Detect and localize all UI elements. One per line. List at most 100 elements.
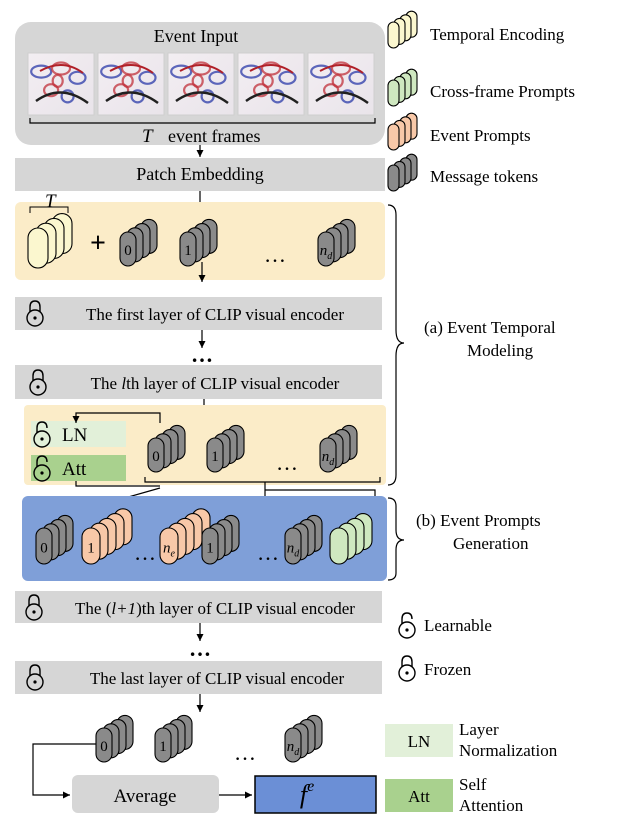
legend-ln-label: LN: [408, 732, 431, 751]
message-token-1-layer: [206, 437, 224, 473]
message-token-0-label: 0: [152, 449, 160, 465]
legend-temporal-encoding: Temporal Encoding: [430, 25, 565, 44]
message-token-0-layer: [95, 727, 113, 763]
output-feature-label: fe: [300, 778, 314, 809]
l1-layer-box: [15, 591, 382, 623]
patch-embedding-box: [15, 158, 385, 191]
average-box: [72, 775, 219, 813]
legend-att-label: Att: [408, 787, 430, 806]
last-layer-label: The last layer of CLIP visual encoder: [90, 669, 345, 688]
dots: …: [257, 540, 279, 565]
legend-event-prompt-stack-layer: [387, 123, 400, 151]
event-frame: [27, 52, 95, 116]
message-token-1-layer: [201, 527, 219, 565]
legend-message-tokens: Message tokens: [430, 167, 538, 186]
event-frame: [167, 52, 235, 116]
message-token-n: nd: [284, 514, 323, 565]
lock-icon: [29, 369, 47, 396]
message-token-n: nd: [317, 218, 356, 267]
message-token-0-layer: [35, 527, 53, 565]
first-layer-box: [15, 297, 382, 330]
message-token-1-label: 1: [184, 243, 192, 259]
unlock-icon: [398, 612, 416, 639]
unlock-icon: [33, 421, 51, 448]
legend-cross-frame-stack: [387, 68, 418, 107]
lock-icon: [25, 594, 43, 621]
message-token-n-layer: [317, 231, 335, 267]
l1-layer-label: The (l+1)th layer of CLIP visual encoder: [75, 599, 355, 618]
legend-temporal-encoding-stack-layer: [387, 21, 400, 49]
event-prompt-1: 1: [81, 508, 133, 565]
message-token-0-label: 0: [124, 243, 132, 259]
att-label: Att: [62, 459, 87, 480]
unlock-icon: [398, 612, 416, 639]
last-layer-box: [15, 661, 382, 694]
lock-icon: [26, 300, 44, 327]
message-token-stacks: 0 1 nd: [119, 218, 356, 267]
T-bracket: [29, 206, 69, 213]
brace-b-label-2: Generation: [453, 534, 529, 553]
unlock-icon: [33, 455, 51, 482]
message-token-0-label: 0: [100, 739, 108, 755]
plus-sign: +: [90, 228, 106, 259]
brace-b: [387, 497, 405, 581]
event-frame: [97, 52, 165, 116]
lth-layer-box: [15, 365, 382, 399]
legend-learnable: Learnable: [424, 616, 492, 635]
temporal-encoding-stack: [27, 213, 73, 269]
legend-cross-frame-prompts: Cross-frame Prompts: [430, 82, 575, 101]
connector: [75, 481, 160, 487]
brace-a-label-2: Modeling: [467, 341, 534, 360]
token-bracket: [144, 477, 381, 483]
legend-ln-desc-2: Normalization: [459, 741, 558, 760]
legend-frozen: Frozen: [424, 660, 472, 679]
message-token-0: 0: [147, 424, 186, 473]
event-prompt-1-label: 1: [87, 540, 95, 556]
message-token-stacks: 0 1 nd: [95, 714, 323, 763]
message-token-0: 0: [35, 514, 74, 565]
cross-frame-prompt-stack: [329, 513, 373, 565]
arrow: [32, 743, 96, 799]
first-layer-label: The first layer of CLIP visual encoder: [86, 305, 344, 324]
message-token-n: nd: [284, 714, 323, 763]
dots: …: [234, 740, 256, 765]
legend-cross-frame-stack-layer: [387, 79, 400, 107]
message-token-0-label: 0: [40, 540, 48, 556]
message-token-1-label: 1: [159, 739, 167, 755]
vertical-dots: …: [191, 342, 213, 367]
legend-event-prompts: Event Prompts: [430, 126, 531, 145]
lock-icon: [26, 664, 44, 691]
dots: …: [134, 540, 156, 565]
event-prompt-1-layer: [81, 527, 101, 565]
event-prompt-n-layer: [159, 527, 179, 565]
message-token-1: 1: [206, 424, 245, 473]
frames-label-T: T: [142, 126, 154, 147]
connector: [72, 412, 161, 423]
brace-a: [387, 204, 405, 486]
message-token-0-layer: [119, 231, 137, 267]
lth-layer-label: The lth layer of CLIP visual encoder: [91, 374, 340, 393]
legend-message-token-stack: [387, 153, 418, 192]
message-token-1: 1: [179, 218, 218, 267]
T-label: T: [45, 191, 57, 212]
message-token-1: 1: [154, 714, 193, 763]
message-token-0: 0: [119, 218, 158, 267]
event-frame: [237, 52, 305, 116]
layer-lock-icons: [25, 300, 51, 691]
dots: …: [276, 450, 298, 475]
legend-att-desc-1: Self: [459, 775, 487, 794]
message-token-n-layer: [319, 437, 337, 473]
temporal-encoding-stack-layer: [27, 227, 49, 269]
legend-att-box: [385, 779, 453, 812]
event-frames: [27, 52, 375, 116]
legend-ln-box: [385, 724, 453, 757]
legend-event-prompt-stack: [387, 112, 418, 151]
event-frame: [307, 52, 375, 116]
message-token-1: 1: [201, 514, 240, 565]
message-token-n-layer: [284, 527, 302, 565]
cross-frame-prompt-stack-layer: [329, 527, 349, 565]
frames-bracket: [29, 118, 376, 124]
